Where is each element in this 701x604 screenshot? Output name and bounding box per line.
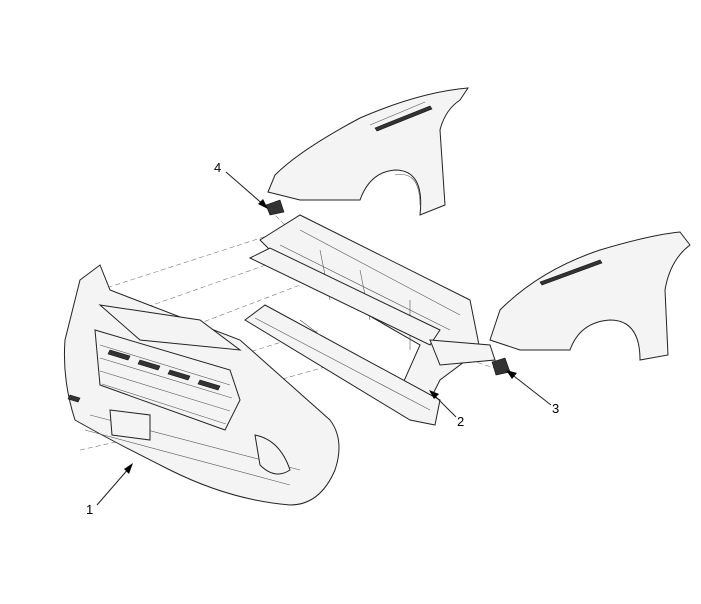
- callout-3: 3: [552, 401, 560, 416]
- callout-2: 2: [457, 414, 465, 429]
- callout-1: 1: [86, 502, 94, 517]
- grille-bars: [99, 344, 233, 425]
- callout-4: 4: [214, 160, 222, 175]
- fender-bracket-right: [491, 357, 511, 376]
- callout-arrows: [96, 171, 552, 506]
- fender-right: [489, 231, 691, 361]
- front-end-carrier: [248, 214, 496, 401]
- front-bumper: [63, 264, 340, 506]
- bumper-beam: [244, 304, 441, 426]
- fender-left: [267, 87, 469, 216]
- fender-bracket-left: [265, 199, 285, 216]
